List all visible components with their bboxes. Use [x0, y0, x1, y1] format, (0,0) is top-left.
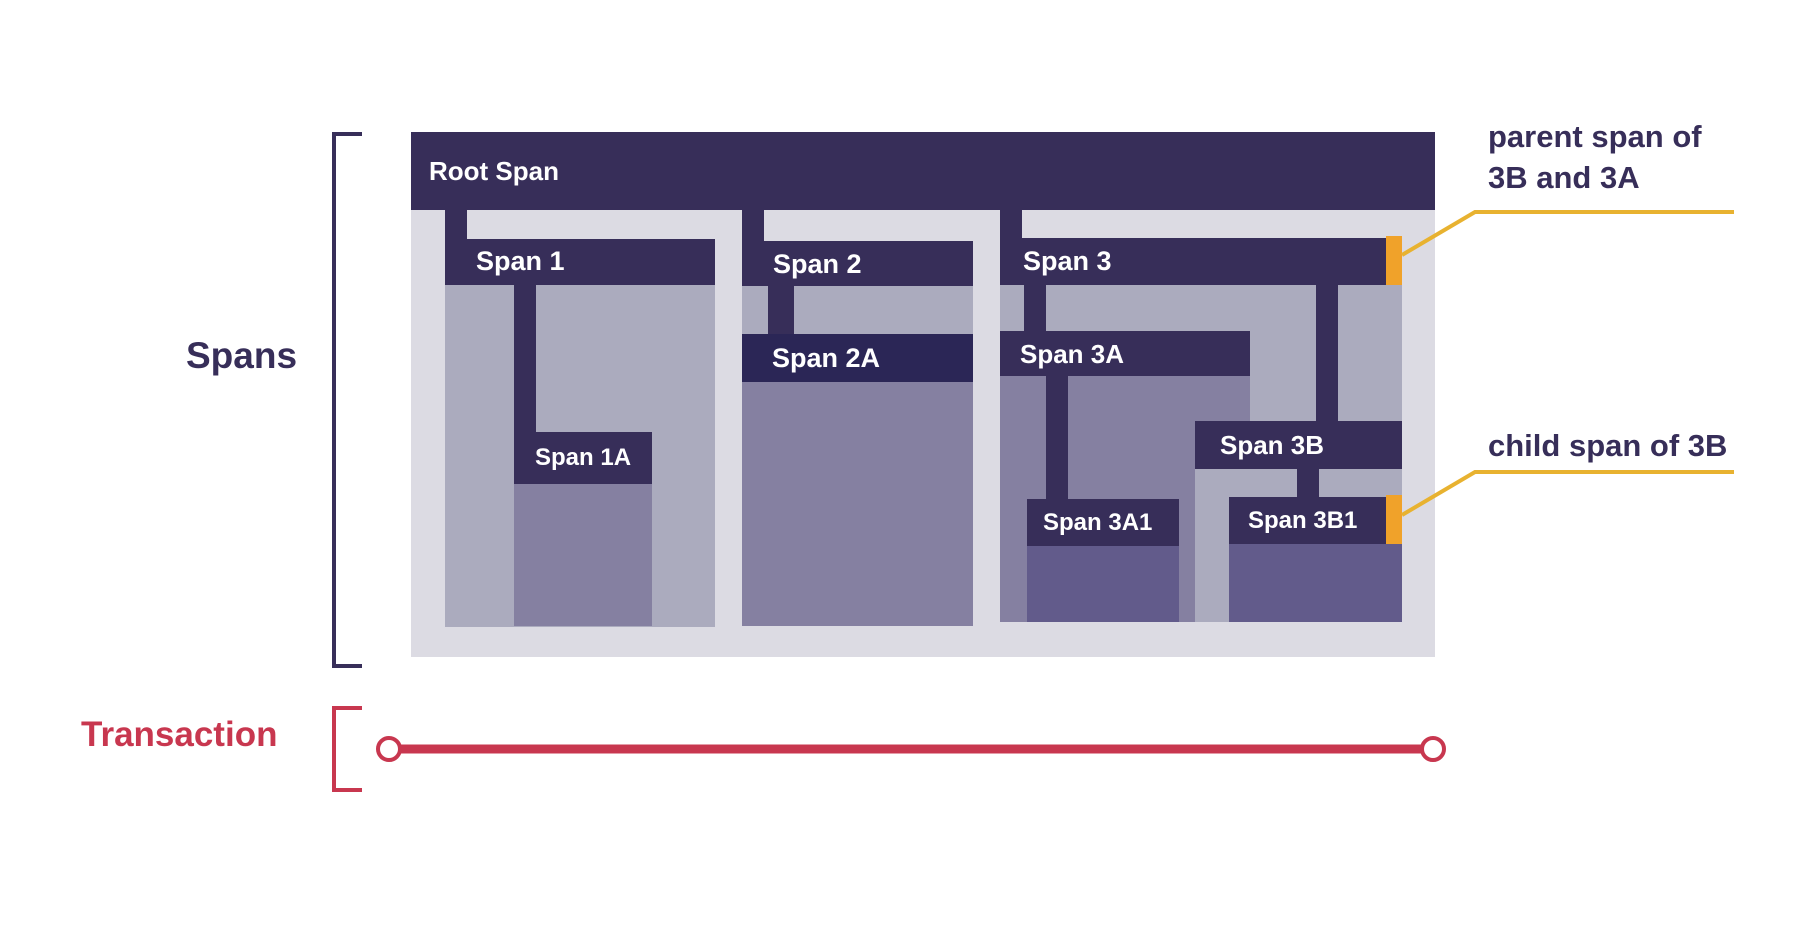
connector-root-span2 [742, 208, 764, 244]
span-bar-3a: Span 3A [1000, 331, 1250, 376]
span-bar-2: Span 2 [742, 241, 973, 286]
span-label-3b1: Span 3B1 [1248, 507, 1358, 534]
span-bar-3: Span 3 [1000, 238, 1402, 285]
span-label-3a1: Span 3A1 [1043, 509, 1153, 536]
connector-span3-span3a [1024, 285, 1046, 331]
span-bar-1: Span 1 [445, 239, 715, 285]
parent-callout-line1: parent span of [1488, 119, 1702, 154]
connector-span2-span2a [768, 286, 794, 336]
spans-label: Spans [186, 335, 298, 376]
span-3b1-marker [1386, 495, 1402, 544]
connector-span3a-span3a1 [1046, 376, 1068, 500]
span-bar-2a: Span 2A [742, 334, 973, 382]
parent-callout: parent span of 3B and 3A [1488, 116, 1702, 198]
span-bar-1a: Span 1A [514, 432, 652, 484]
connector-root-span3 [1000, 208, 1022, 242]
parent-callout-line2: 3B and 3A [1488, 160, 1640, 195]
connector-span3-span3b [1316, 285, 1338, 423]
transaction-end-point [1420, 736, 1446, 762]
parent-callout-line [1400, 210, 1734, 257]
span-label-root: Root Span [429, 156, 559, 186]
child-callout: child span of 3B [1488, 428, 1728, 463]
span-2a-region [742, 382, 973, 626]
span-3a1-region [1027, 546, 1179, 622]
span-label-3b: Span 3B [1220, 430, 1325, 460]
span-bar-3b: Span 3B [1195, 421, 1402, 469]
span-bar-root: Root Span [411, 132, 1435, 210]
child-callout-line [1400, 470, 1734, 517]
span-bar-3a1: Span 3A1 [1027, 499, 1179, 546]
span-label-1a: Span 1A [535, 444, 632, 471]
span-3-marker [1386, 236, 1402, 285]
connector-span3b-span3b1 [1297, 469, 1319, 499]
span-1a-region [514, 484, 652, 626]
connector-root-span1 [445, 208, 467, 242]
span-label-2: Span 2 [773, 249, 862, 279]
transaction-bracket [332, 706, 362, 792]
span-label-3: Span 3 [1023, 246, 1112, 276]
connector-span1-span1a [514, 285, 536, 435]
span-label-2a: Span 2A [772, 343, 881, 373]
transaction-start-point [376, 736, 402, 762]
span-3b1-region [1229, 544, 1402, 622]
span-label-3a: Span 3A [1020, 339, 1125, 369]
span-bar-3b1: Span 3B1 [1229, 497, 1402, 544]
spans-bracket [332, 132, 362, 668]
span-label-1: Span 1 [476, 246, 565, 276]
transaction-label: Transaction [81, 715, 278, 754]
